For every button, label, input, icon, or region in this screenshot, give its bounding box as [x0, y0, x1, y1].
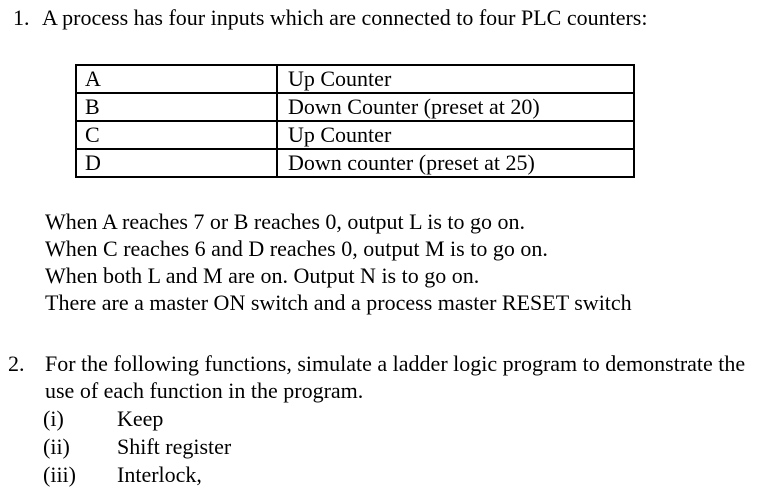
question-2-prompt: For the following functions, simulate a …: [45, 351, 746, 403]
table-row: D Down counter (preset at 25): [75, 148, 635, 178]
table-row: C Up Counter: [75, 120, 635, 150]
list-item-text: Keep: [117, 406, 164, 431]
list-item-label: (iii): [43, 462, 76, 487]
list-item: (iii) Interlock,: [43, 461, 443, 489]
question-2-heading: 2. For the following functions, simulate…: [8, 350, 777, 404]
input-cell: A: [75, 64, 278, 94]
input-cell: D: [75, 148, 278, 178]
list-item-label: (ii): [43, 434, 70, 459]
list-item: (ii) Shift register: [43, 433, 443, 461]
question-1-heading: 1. A process has four inputs which are c…: [13, 4, 773, 31]
conditions-paragraph: When A reaches 7 or B reaches 0, output …: [45, 208, 745, 316]
question-1-number: 1.: [13, 5, 30, 30]
question-2-number: 2.: [8, 351, 25, 376]
counter-cell: Up Counter: [276, 64, 635, 94]
question-1-intro: A process has four inputs which are conn…: [42, 5, 648, 30]
input-cell: B: [75, 92, 278, 122]
counter-cell: Down Counter (preset at 20): [276, 92, 635, 122]
input-cell: C: [75, 120, 278, 150]
condition-line: When both L and M are on. Output N is to…: [45, 263, 480, 288]
condition-line: When A reaches 7 or B reaches 0, output …: [45, 209, 526, 234]
list-item-text: Interlock,: [117, 462, 202, 487]
condition-line: When C reaches 6 and D reaches 0, output…: [45, 236, 548, 261]
condition-line: There are a master ON switch and a proce…: [45, 290, 632, 315]
list-item-text: Shift register: [117, 434, 232, 459]
function-list: (i) Keep (ii) Shift register (iii) Inter…: [43, 405, 443, 489]
list-item: (i) Keep: [43, 405, 443, 433]
list-item-label: (i): [43, 406, 64, 431]
counter-cell: Down counter (preset at 25): [276, 148, 635, 178]
counters-table: A Up Counter B Down Counter (preset at 2…: [75, 64, 635, 178]
table-row: B Down Counter (preset at 20): [75, 92, 635, 122]
table-row: A Up Counter: [75, 64, 635, 94]
counter-cell: Up Counter: [276, 120, 635, 150]
